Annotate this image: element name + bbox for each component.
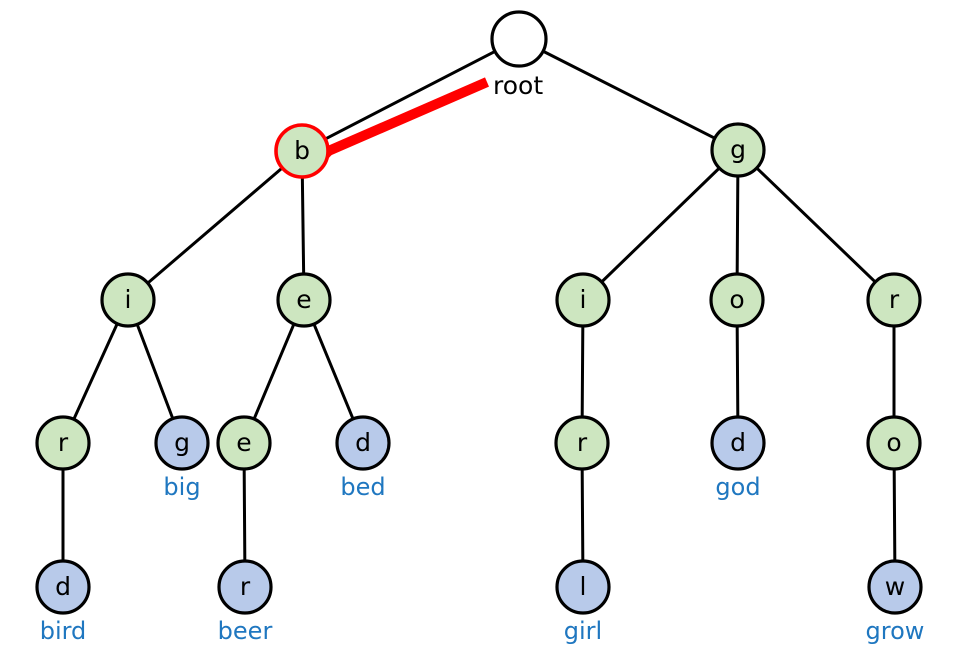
trie-node-g-r-o[interactable]: o [866,415,922,471]
trie-node-g-i-r-l[interactable]: l [555,559,611,615]
tree-edge-g-i-to-g-i-r [580,323,585,420]
node-circle-b[interactable] [274,123,330,179]
node-letter-b-e: e [296,285,311,314]
word-label-bird: bird [40,617,87,645]
node-letter-g-i-r: r [577,428,588,457]
node-circle-g-o[interactable] [709,272,765,328]
node-circle-g-i-r[interactable] [554,415,610,471]
node-circle-root[interactable] [490,10,548,68]
word-label-girl: girl [564,617,602,645]
trie-node-g-i[interactable]: i [555,272,611,328]
node-circle-b-i-r-d[interactable] [35,559,91,615]
tree-edge-root-to-g [540,49,718,141]
edges-layer [61,49,897,564]
trie-node-root[interactable] [490,10,548,68]
trie-node-b-i-r-d[interactable]: d [35,559,91,615]
trie-node-g-o-d[interactable]: d [710,415,766,471]
node-circle-g-r-o-w[interactable] [867,559,923,615]
node-circle-b-e[interactable] [276,272,332,328]
tree-edge-g-to-g-r [754,165,878,285]
tree-edge-root-to-b [322,49,498,142]
word-labels-layer: big bed god bird beer girl grow [40,473,925,645]
trie-node-b-i-g[interactable]: g [154,415,210,471]
word-label-grow: grow [866,617,925,645]
node-letter-g-r: r [889,285,900,314]
tree-edge-g-o-to-g-o-d [735,323,740,420]
node-letter-b-i: i [125,285,132,314]
node-circle-b-i-g[interactable] [154,415,210,471]
tree-edge-b-e-to-b-e-e [252,321,296,422]
trie-node-g-i-r[interactable]: r [554,415,610,471]
node-circle-b-e-e[interactable] [216,415,272,471]
node-letter-g-o-d: d [730,428,746,457]
trie-node-g-o[interactable]: o [709,272,765,328]
node-circle-g-o-d[interactable] [710,415,766,471]
annotation-layer [307,77,489,170]
nodes-layer: b g i e i o r r g e d r d o d r l w [35,10,923,615]
annotation-arrow-shaft [310,77,489,163]
node-circle-b-e-e-r[interactable] [217,559,273,615]
node-letter-g: g [730,135,746,164]
node-letter-b: b [294,136,310,165]
node-letter-b-i-g: g [174,428,190,457]
word-label-god: god [715,473,760,501]
node-circle-b-i[interactable] [100,272,156,328]
tree-edge-b-i-to-b-i-r [71,321,120,422]
node-circle-g-i[interactable] [555,272,611,328]
node-letter-b-e-e-r: r [240,572,251,601]
trie-node-g-r-o-w[interactable]: w [867,559,923,615]
trie-node-b-e-d[interactable]: d [335,415,391,471]
trie-node-b-e-e-r[interactable]: r [217,559,273,615]
tree-edge-b-i-to-b-i-g [135,321,175,422]
tree-edge-g-r-o-to-g-r-o-w [892,466,897,564]
node-circle-b-i-r[interactable] [35,415,91,471]
node-letter-g-r-o-w: w [885,572,905,601]
word-label-big: big [163,473,200,501]
node-circle-g-r-o[interactable] [866,415,922,471]
node-circle-g-r[interactable] [866,272,922,328]
node-letter-b-i-r-d: d [55,572,71,601]
node-letter-b-e-d: d [355,428,371,457]
tree-edge-g-to-g-i [599,165,722,285]
node-circle-g[interactable] [710,122,766,178]
node-letter-g-r-o: o [886,428,901,457]
tree-edge-b-to-b-e [300,174,306,277]
trie-node-b[interactable]: b [274,123,330,179]
tree-edge-b-e-to-b-e-d [312,321,355,422]
word-label-bed: bed [340,473,385,501]
trie-node-b-e-e[interactable]: e [216,415,272,471]
node-circle-b-e-d[interactable] [335,415,391,471]
node-letter-b-i-r: r [58,428,69,457]
trie-node-b-i[interactable]: i [100,272,156,328]
node-letter-g-o: o [729,285,744,314]
tree-edge-g-to-g-o [735,173,740,277]
root-label: root [493,71,543,100]
node-letter-g-i: i [580,285,587,314]
node-circle-g-i-r-l[interactable] [555,559,611,615]
trie-node-g[interactable]: g [710,122,766,178]
node-letter-g-i-r-l: l [580,572,587,601]
trie-node-b-e[interactable]: e [276,272,332,328]
word-label-beer: beer [218,617,273,645]
tree-edge-b-e-e-to-b-e-e-r [242,466,247,564]
tree-edge-g-i-r-to-g-i-r-l [580,466,585,564]
trie-node-g-r[interactable]: r [866,272,922,328]
tree-edge-b-to-b-i [145,165,285,286]
trie-node-b-i-r[interactable]: r [35,415,91,471]
node-letter-b-e-e: e [236,428,251,457]
